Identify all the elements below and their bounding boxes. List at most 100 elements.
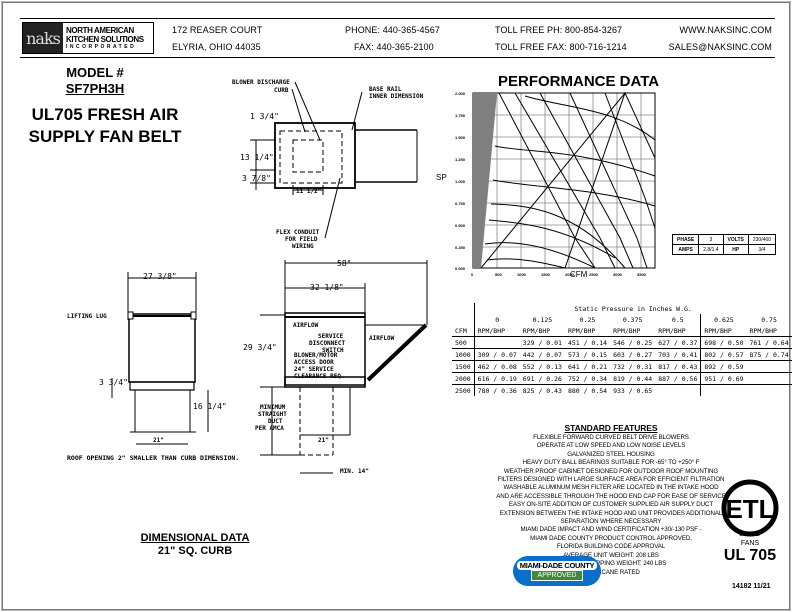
table-row: 1500 462 / 0.08 552 / 0.13 641 / 0.21 73… [452,360,792,373]
standard-features: STANDARD FEATURES FLEXIBLE FORWARD CURVE… [446,423,776,577]
table-cell [747,385,792,397]
pressure-6: 0.75 [761,315,777,324]
doc-code: 14182 11/21 [732,583,771,590]
svg-text:1.000: 1.000 [455,179,466,184]
unit-header: RPM/BHP [564,325,611,337]
ul-705: UL 705 [723,547,777,564]
volts-value: 230/460 [747,234,776,245]
dim-29-3-4: 29 3/4" [243,343,277,352]
cfm-header: CFM [452,325,475,337]
label-24-service: 24" SERVICE [294,366,334,373]
table-cell: 309 / 0.07 [473,348,520,361]
etl-listed-text: LISTED [739,532,761,538]
table-cell: 875 / 0.74 [746,348,792,361]
label-disconnect: DISCONNECT [309,340,346,347]
dim-32-1-8: 32 1/8" [310,283,344,292]
feature-item: AND ARE ACCESSIBLE THROUGH THE HOOD END … [496,492,726,500]
dim-21: 21" [153,437,164,444]
address-line-1: 172 REASER COURT [172,25,263,35]
dim-13-1-4: 13 1/4" [240,153,274,162]
dim-27-3-8: 27 3/8" [143,272,177,281]
naks-logo-mark: naks [23,23,63,53]
svg-text:0: 0 [471,272,474,277]
performance-title: PERFORMANCE DATA [498,73,660,90]
label-blower-discharge: BLOWER DISCHARGE [232,79,290,86]
table-cell: 732 / 0.31 [610,360,656,373]
svg-text:2.000: 2.000 [455,91,466,96]
feature-item: SEPARATION WHERE NECESSARY [560,518,662,526]
table-cell: 892 / 0.59 [700,360,747,373]
feature-item: WEATHER PROOF CABINET DESIGNED FOR OUTDO… [503,467,719,475]
miami-dade-approved-badge: MIAMI-DADE COUNTY APPROVED [513,556,601,586]
phone: PHONE: 440-365-4567 [345,25,440,35]
etl-listed-logo-icon: ETL LISTED [721,479,779,538]
unit-header: RPM/BHP [610,325,656,337]
unit-header: RPM/BHP [655,325,701,337]
table-cell: 951 / 0.69 [700,372,747,385]
svg-text:1.250: 1.250 [455,157,466,162]
label-flex-conduit: FLEX CONDUIT [276,229,320,236]
etl-fans: FANS [740,540,760,547]
label-curb: CURB [274,87,289,94]
email-link[interactable]: SALES@NAKSINC.COM [668,42,772,52]
pressure-1: 0.125 [532,315,553,324]
svg-text:0.250: 0.250 [455,245,466,250]
cfm-cell: 2000 [452,372,475,385]
phase-value: 3 [698,234,724,245]
top-view-drawing [250,81,418,239]
label-straight: STRAIGHT [258,411,287,418]
feature-item: MIAMI DADE COUNTY PRODUCT CONTROL APPROV… [530,534,692,542]
etl-mark: ETL [725,494,774,524]
table-cell: 933 / 0.65 [613,386,653,395]
dim-3-3-4: 3 3/4" [99,378,128,387]
header-rule-top [20,18,775,19]
svg-text:1.750: 1.750 [455,113,466,118]
dim-58: 58" [337,259,352,268]
motor-spec-table: PHASE 3 VOLTS 230/460 AMPS 2.8/1.4 HP 3/… [671,234,776,255]
table-cell: 880 / 0.54 [567,386,608,395]
website-link[interactable]: WWW.NAKSINC.COM [679,25,772,35]
table-cell [700,384,747,396]
side-view-drawing [260,260,428,474]
phase-label: PHASE [671,234,700,245]
features-title: STANDARD FEATURES [564,423,658,433]
table-cell: 329 / 0.01 [519,336,565,349]
svg-text:1000: 1000 [517,272,527,277]
table-cell: 603 / 0.27 [610,348,656,361]
chart-y-label: SP [436,173,447,182]
model-label: MODEL # [66,65,124,80]
label-minimum: MINIMUM [260,404,286,411]
table-cell: 573 / 0.15 [564,348,611,361]
table-cell: 887 / 0.56 [655,372,701,385]
table-row: 2000 616 / 0.19 691 / 0.26 752 / 0.34 81… [452,372,792,385]
label-per-amca: PER AMCA [255,425,284,432]
feature-item: FLEXIBLE FORWARD CURVED BELT DRIVE BLOWE… [533,434,689,441]
dim-11-1-2: 11 1/2" [296,188,322,195]
feature-item: AVERAGE UNIT WEIGHT: 208 LBS [563,551,659,559]
dim-16-1-4: 16 1/4" [193,402,227,411]
table-cell: 825 / 0.43 [522,386,562,395]
svg-text:0.500: 0.500 [455,223,466,228]
label-switch: SWITCH [322,347,344,354]
toll-free-phone: TOLL FREE PH: 800-854-3267 [495,25,623,35]
performance-table: Static Pressure in Inches W.G. 0 0.125 0… [452,303,792,396]
unit-header: RPM/BHP [700,325,747,337]
dimensional-title: DIMENSIONAL DATA [140,532,250,544]
table-cell: 552 / 0.13 [519,360,565,373]
table-cell: 817 / 0.43 [655,360,701,373]
svg-text:1.500: 1.500 [455,135,466,140]
table-cell: 819 / 0.44 [610,372,656,385]
table-row: 500 329 / 0.01 451 / 0.14 546 / 0.25 627… [452,336,792,349]
label-airflow-outside: AIRFLOW [369,335,395,342]
feature-item: EXTENSION BETWEEN THE INTAKE HOOD AND UN… [499,509,723,517]
table-cell: 616 / 0.19 [473,372,520,385]
table-cell: 761 / 0.64 [746,336,792,349]
roof-opening-note: ROOF OPENING 2" SMALLER THAN CURB DIMENS… [67,454,240,462]
cfm-cell: 500 [452,336,475,349]
pressure-0: 0 [473,314,520,325]
feature-item: OPERATE AT LOW SPEED AND LOW NOISE LEVEL… [536,442,686,450]
table-cell: 698 / 0.50 [700,336,747,349]
dimensional-subtitle: 21" SQ. CURB [157,545,233,557]
logo-line-3: INCORPORATED [66,44,137,50]
svg-text:500: 500 [495,272,502,277]
